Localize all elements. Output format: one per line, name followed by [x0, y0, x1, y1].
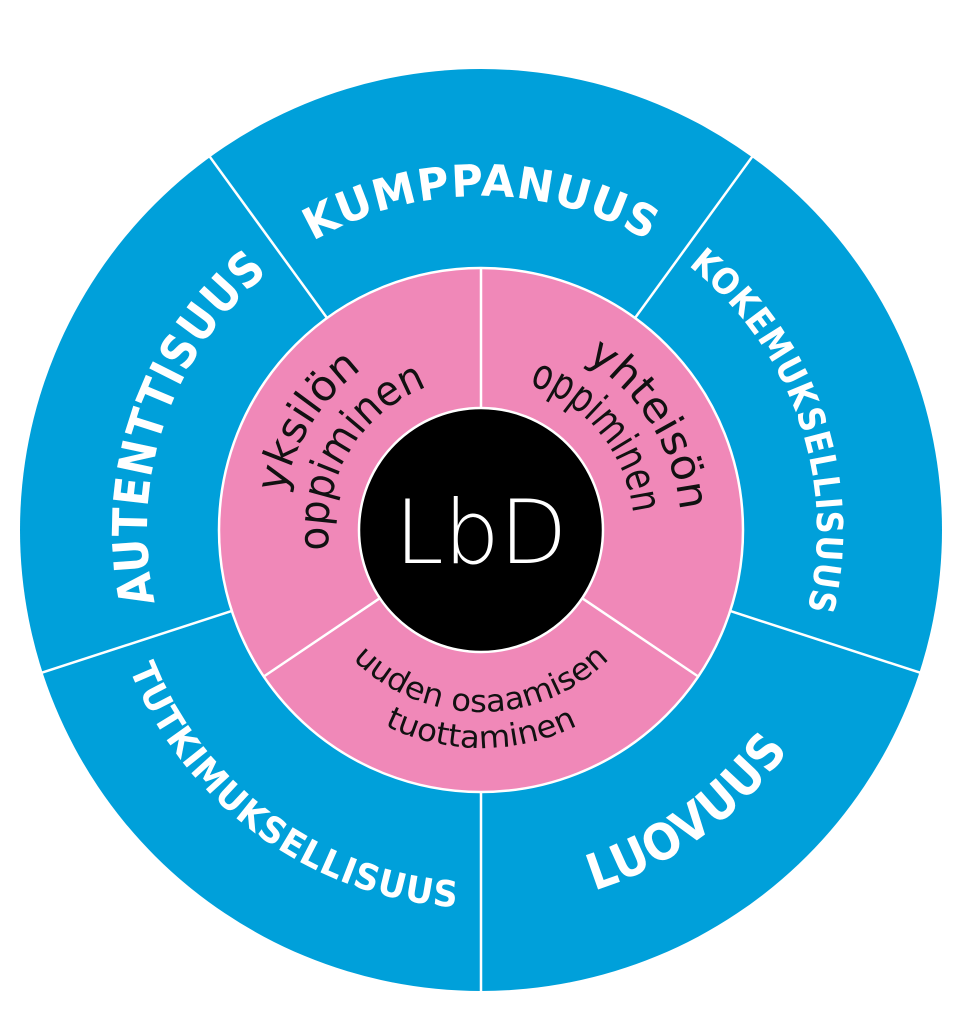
inner-dividers	[263, 268, 699, 678]
outer-divider	[729, 609, 922, 675]
outer-divider	[40, 609, 233, 675]
outer-divider	[633, 154, 755, 319]
core-label: LbD	[395, 481, 568, 584]
inner-divider	[581, 597, 699, 678]
inner-divider	[263, 597, 381, 678]
outer-dividers	[40, 154, 922, 993]
outer-divider	[207, 154, 329, 319]
core-circle	[357, 406, 605, 654]
